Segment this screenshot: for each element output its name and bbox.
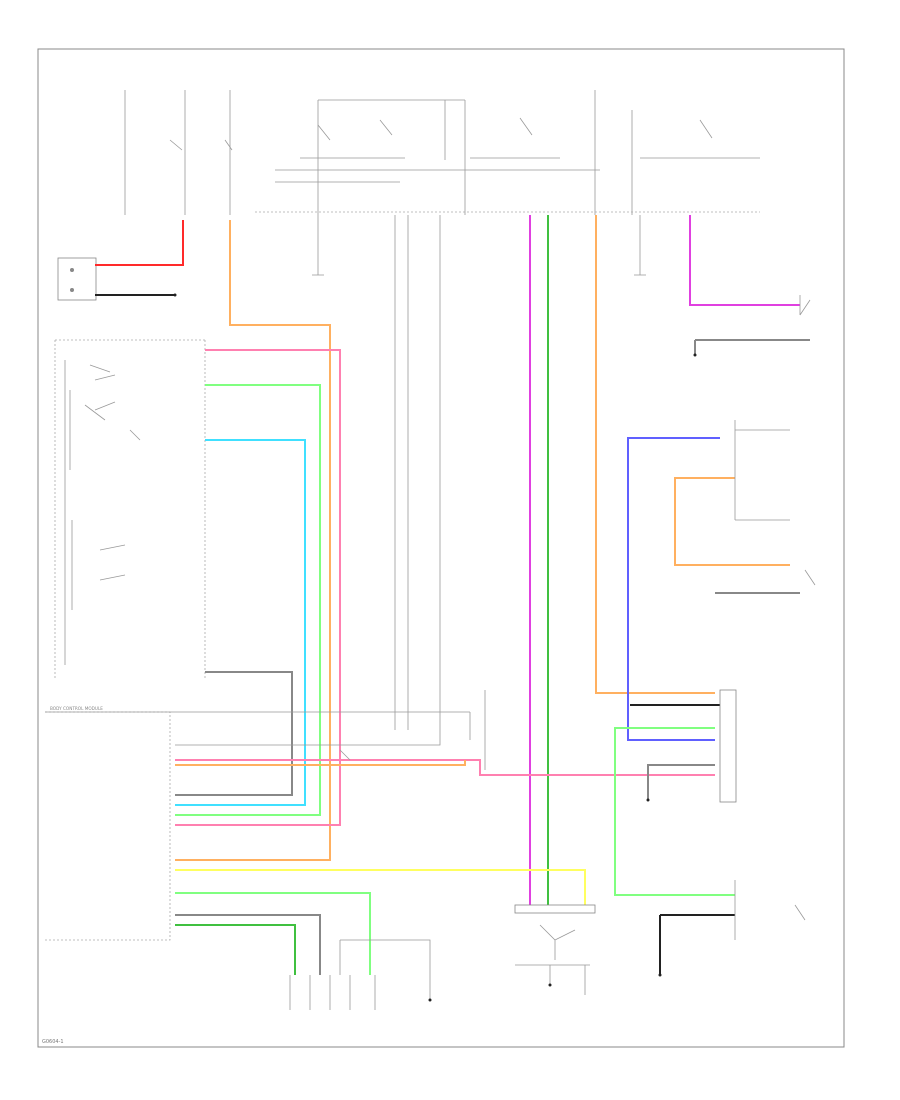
- ground-symbols: [173, 293, 697, 1002]
- driver-switch-assembly: [54, 339, 206, 680]
- diagram-border: [37, 48, 845, 1048]
- body-control-module: BODY CONTROL MODULE: [45, 706, 471, 941]
- body-control-module-label: BODY CONTROL MODULE: [50, 706, 103, 711]
- bottom-connector-block: [289, 904, 596, 1010]
- wires: [95, 215, 810, 975]
- right-components: [719, 295, 816, 940]
- fuse-block-top: [57, 90, 760, 301]
- footer-code: G0604-1: [42, 1039, 64, 1045]
